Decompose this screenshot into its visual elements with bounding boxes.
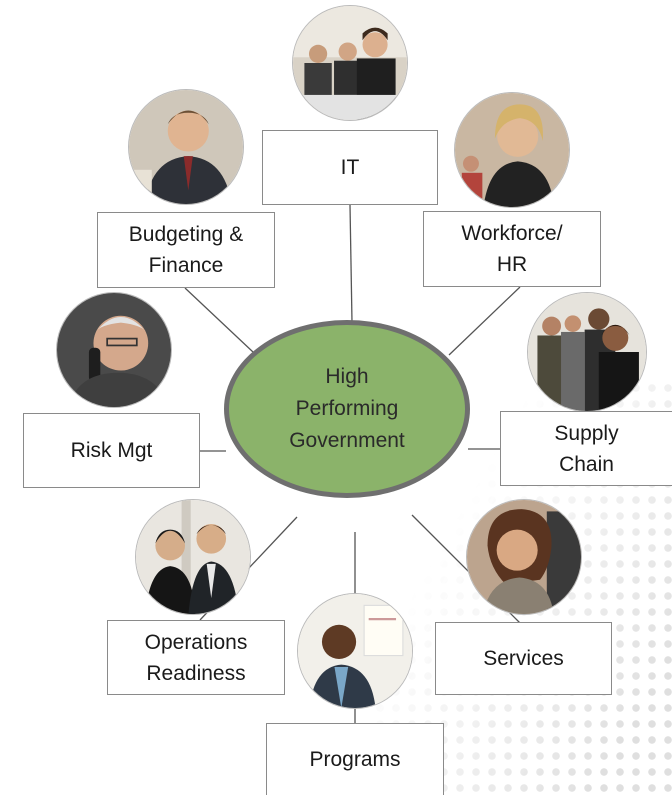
people-photo-icon — [136, 500, 250, 614]
center-line-1: High — [325, 365, 369, 388]
node-risk-label: Risk Mgt — [70, 439, 153, 462]
connector-it — [349, 204, 353, 323]
photo-risk — [57, 293, 171, 407]
node-services-label: Services — [483, 647, 564, 670]
phone-man-photo-icon — [57, 293, 171, 407]
photo-it — [293, 6, 407, 120]
node-operations: Operations Readiness — [107, 620, 285, 695]
people-photo-icon — [528, 293, 646, 411]
node-it-label: IT — [340, 156, 360, 179]
photo-operations — [136, 500, 250, 614]
node-workforce-line-2: HR — [496, 253, 528, 276]
photo-supply-chain — [528, 293, 646, 411]
node-supply-chain-line-2: Chain — [559, 452, 614, 476]
woman-photo-icon — [467, 500, 581, 614]
presenter-photo-icon — [298, 594, 412, 708]
node-risk: Risk Mgt — [23, 413, 200, 488]
node-budgeting-line-2: Finance — [148, 254, 224, 277]
woman-photo-icon — [455, 93, 569, 207]
node-services: Services — [435, 622, 612, 695]
node-operations-line-1: Operations — [144, 630, 248, 654]
node-supply-chain: Supply Chain — [500, 411, 672, 486]
photo-workforce — [455, 93, 569, 207]
node-operations-line-2: Readiness — [146, 661, 246, 685]
node-it: IT — [262, 130, 438, 205]
businessman-photo-icon — [129, 90, 243, 204]
node-workforce: Workforce/ HR — [423, 211, 601, 287]
node-budgeting-line-1: Budgeting & — [128, 223, 244, 246]
connector-workforce — [448, 286, 521, 356]
node-programs: Programs — [266, 723, 444, 795]
node-supply-chain-line-1: Supply — [554, 421, 619, 445]
node-workforce-line-1: Workforce/ — [461, 222, 563, 245]
center-hub: High Performing Government — [224, 320, 470, 498]
center-line-2: Performing — [295, 397, 399, 420]
photo-programs — [298, 594, 412, 708]
photo-services — [467, 500, 581, 614]
node-programs-label: Programs — [309, 748, 401, 771]
node-budgeting: Budgeting & Finance — [97, 212, 275, 288]
connector-budgeting — [184, 287, 254, 353]
center-line-3: Government — [289, 429, 405, 452]
people-photo-icon — [293, 6, 407, 120]
photo-budgeting — [129, 90, 243, 204]
